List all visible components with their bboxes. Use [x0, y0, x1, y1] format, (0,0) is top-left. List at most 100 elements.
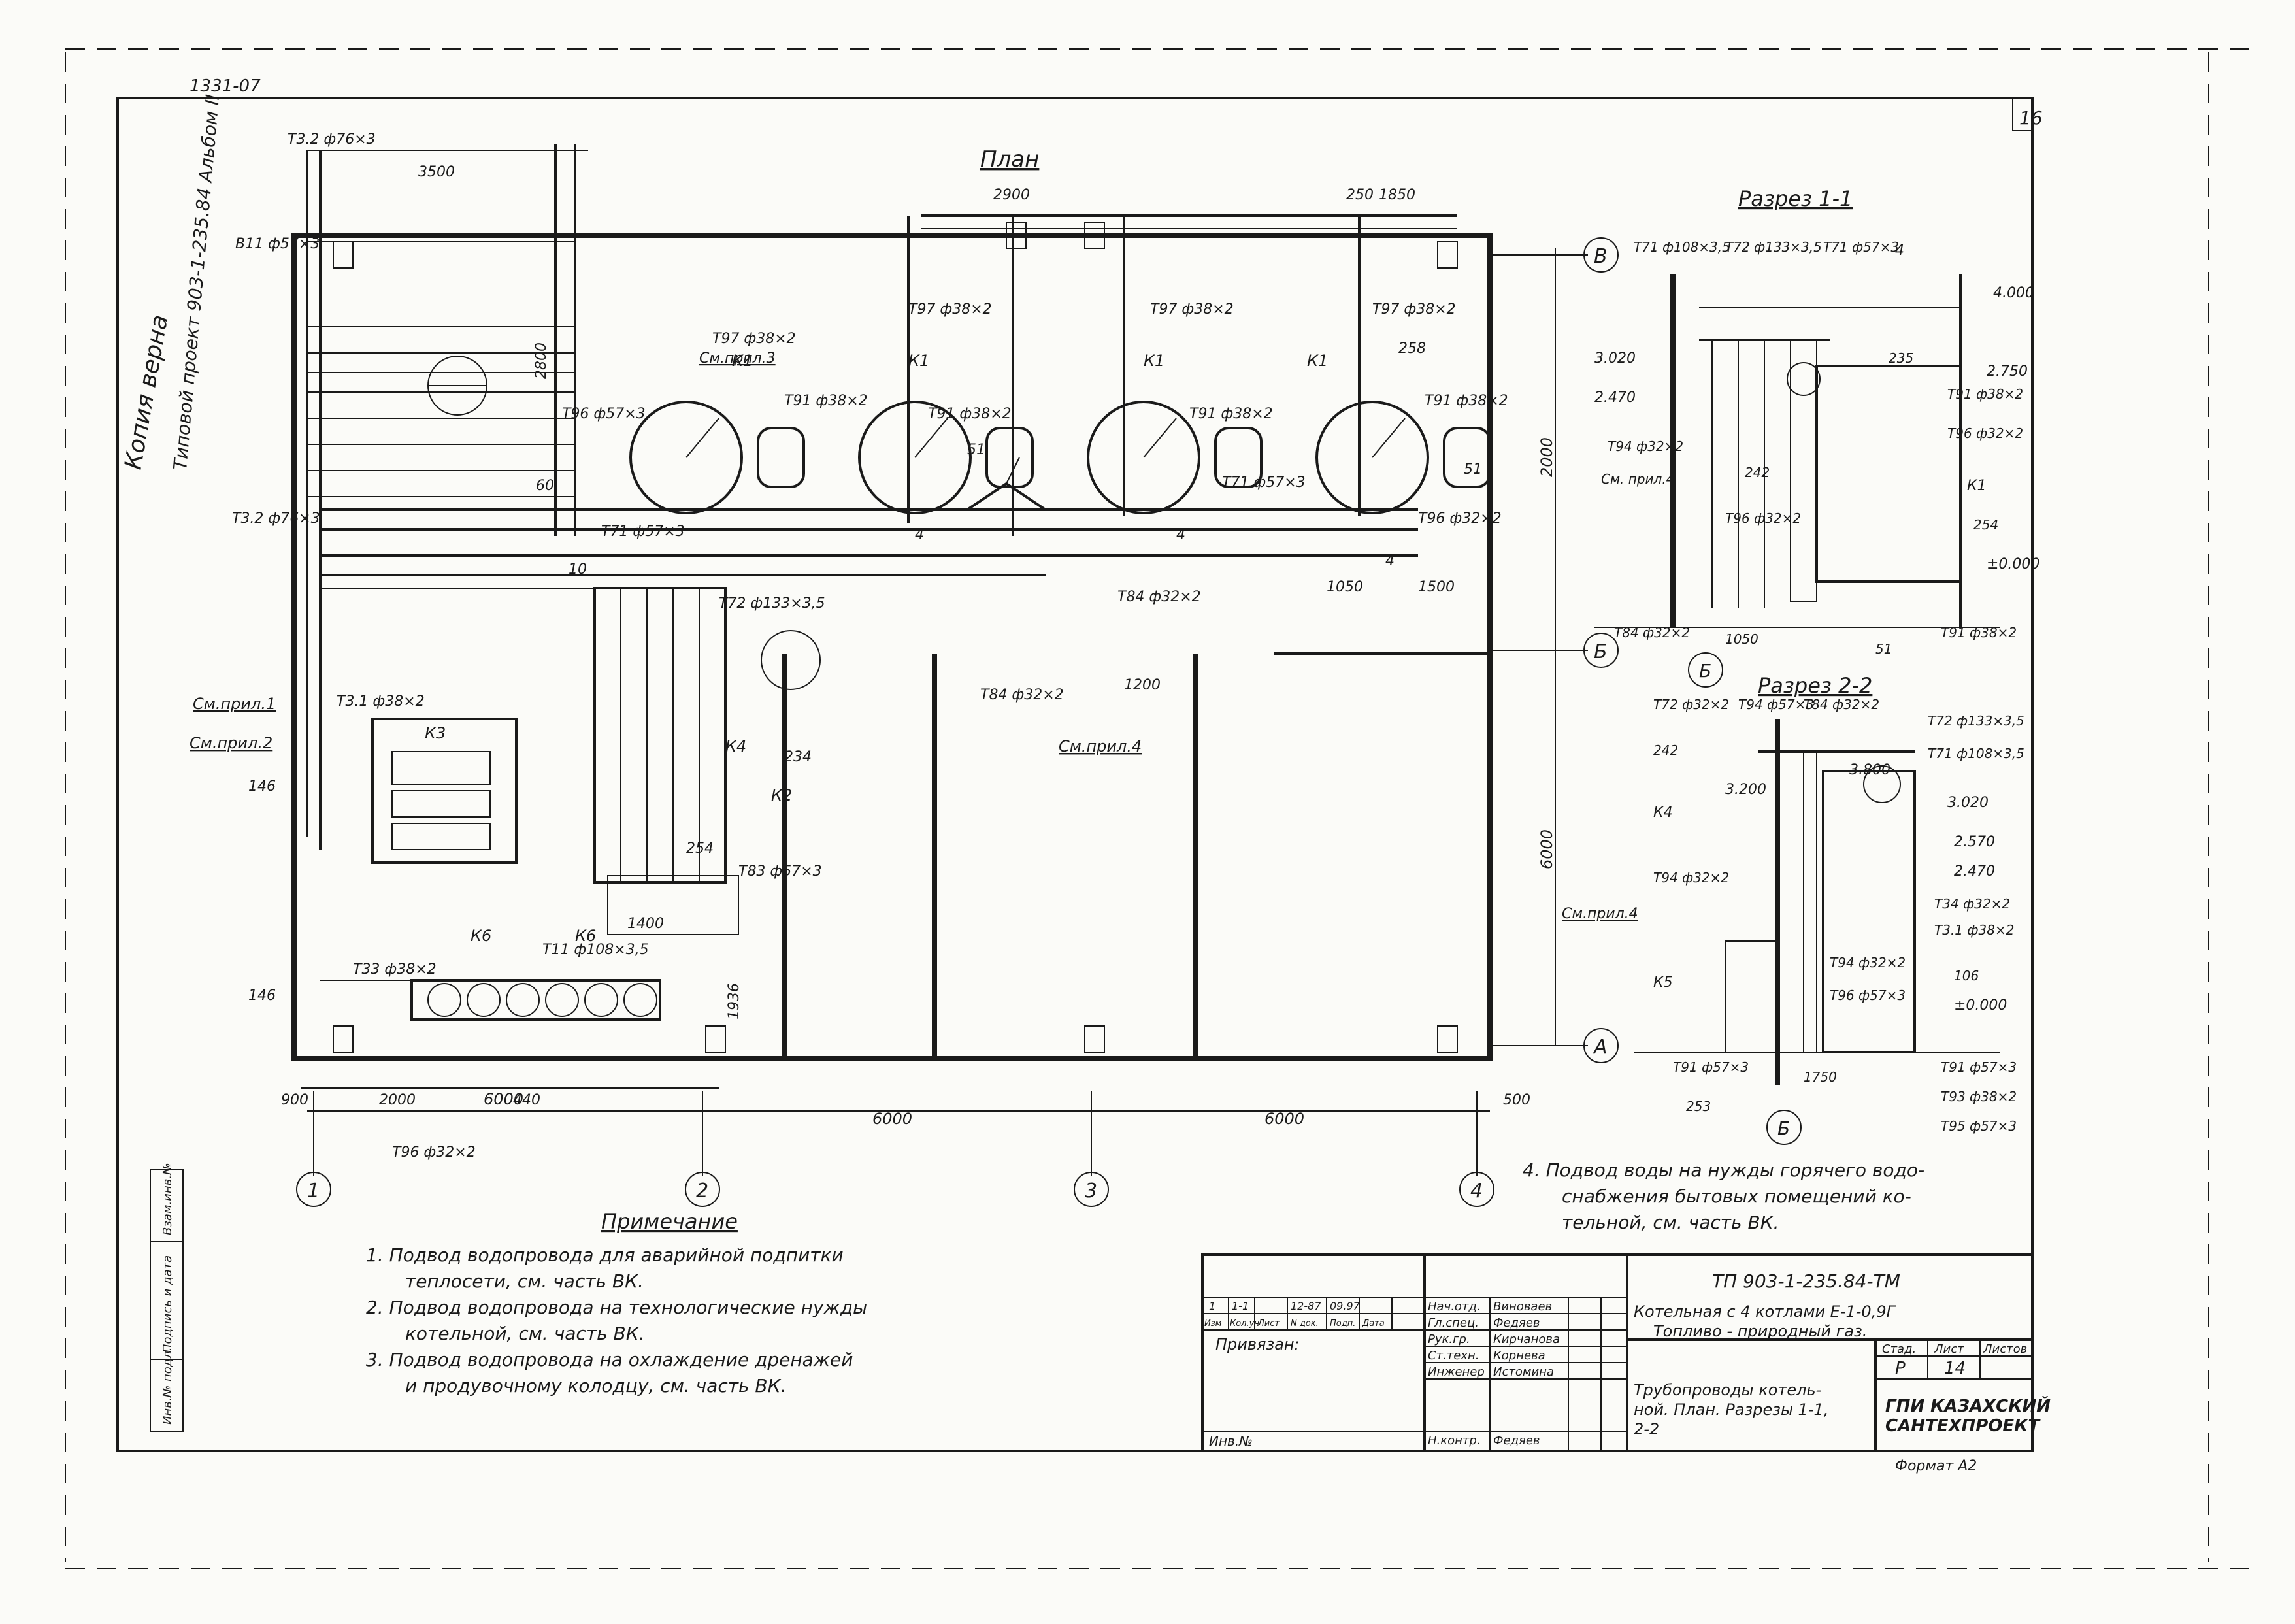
svg-text:Т94 ф32×2: Т94 ф32×2	[1608, 439, 1683, 454]
svg-text:К5: К5	[1653, 974, 1673, 991]
svg-text:51: 51	[1875, 641, 1892, 657]
svg-text:котельной, см. часть ВК.: котельной, см. часть ВК.	[405, 1323, 645, 1344]
svg-text:2-2: 2-2	[1634, 1420, 1659, 1438]
svg-text:См.прил.4: См.прил.4	[1562, 906, 1638, 922]
svg-text:Федяев: Федяев	[1493, 1434, 1540, 1448]
svg-text:Т91 ф57×3: Т91 ф57×3	[1673, 1059, 1749, 1075]
section-1-1: Б	[1594, 274, 2000, 688]
svg-text:Т97 ф38×2: Т97 ф38×2	[908, 301, 992, 318]
svg-text:2.570: 2.570	[1954, 834, 1995, 850]
svg-text:1-1: 1-1	[1232, 1300, 1249, 1312]
svg-text:Т3.1 ф38×2: Т3.1 ф38×2	[337, 693, 425, 710]
svg-text:1850: 1850	[1379, 187, 1415, 203]
svg-text:3.200: 3.200	[1725, 782, 1766, 798]
notes: Примечание 1. Подвод водопровода для ава…	[366, 1159, 1924, 1397]
svg-text:Т72 ф133×3,5: Т72 ф133×3,5	[719, 595, 825, 612]
svg-text:В11 ф57×3: В11 ф57×3	[235, 236, 320, 252]
svg-text:500: 500	[1503, 1092, 1530, 1108]
svg-text:12-87: 12-87	[1291, 1300, 1321, 1312]
svg-text:Т96 ф32×2: Т96 ф32×2	[1947, 425, 2023, 441]
svg-text:253: 253	[1686, 1099, 1711, 1114]
svg-text:ной. План. Разрезы 1-1,: ной. План. Разрезы 1-1,	[1634, 1400, 1828, 1419]
svg-text:См.прил.1: См.прил.1	[193, 695, 276, 713]
boiler-1	[629, 401, 805, 514]
svg-text:тельной, см. часть ВК.: тельной, см. часть ВК.	[1562, 1212, 1779, 1233]
title-block	[1201, 1253, 2034, 1452]
svg-text:Корнева: Корнева	[1493, 1349, 1545, 1363]
svg-text:Т72 ф32×2: Т72 ф32×2	[1653, 697, 1729, 712]
side-stamp: Инв.№ подл. Подпись и дата Взам.инв.№	[150, 1163, 184, 1432]
svg-text:Т3.1 ф38×2: Т3.1 ф38×2	[1934, 922, 2014, 938]
svg-text:1: 1	[1209, 1300, 1215, 1312]
svg-text:3.020: 3.020	[1594, 350, 1636, 367]
svg-text:Т96 ф32×2: Т96 ф32×2	[392, 1144, 476, 1161]
svg-text:Т71 ф57×3: Т71 ф57×3	[601, 523, 685, 540]
svg-text:Т34 ф32×2: Т34 ф32×2	[1934, 896, 2010, 912]
svg-text:К6: К6	[575, 927, 596, 945]
svg-text:234: 234	[784, 749, 812, 765]
svg-text:235: 235	[1889, 350, 1913, 366]
svg-text:09.97: 09.97	[1330, 1300, 1361, 1312]
axis-b: Б	[1594, 640, 1608, 663]
svg-text:6000: 6000	[1264, 1110, 1304, 1128]
svg-text:2000: 2000	[379, 1092, 416, 1108]
svg-text:снабжения бытовых помещений ко: снабжения бытовых помещений ко-	[1562, 1185, 1911, 1207]
svg-text:440: 440	[513, 1092, 540, 1108]
svg-text:258: 258	[1398, 340, 1426, 357]
title-block-text: ТП 903-1-235.84-ТМ Котельная с 4 котлами…	[1204, 1270, 2051, 1474]
svg-text:Дата: Дата	[1362, 1319, 1385, 1329]
notes-heading: Примечание	[601, 1209, 738, 1234]
plan-columns	[333, 222, 1458, 1053]
svg-text:Кол.уч: Кол.уч	[1230, 1319, 1259, 1329]
svg-text:Инв.№ подл.: Инв.№ подл.	[161, 1348, 174, 1425]
svg-text:Т91 ф38×2: Т91 ф38×2	[1947, 386, 2023, 402]
svg-text:Изм: Изм	[1204, 1319, 1222, 1329]
plan-view	[291, 144, 1588, 1176]
svg-text:Подпись и дата: Подпись и дата	[161, 1255, 174, 1353]
svg-text:Т97 ф38×2: Т97 ф38×2	[712, 331, 796, 347]
svg-text:1050: 1050	[1327, 579, 1363, 595]
svg-text:К1: К1	[1307, 352, 1328, 370]
svg-text:Т72 ф133×3,5: Т72 ф133×3,5	[1725, 239, 1822, 255]
svg-text:К2: К2	[771, 786, 792, 804]
svg-text:и продувочному колодцу, см. ча: и продувочному колодцу, см. часть ВК.	[405, 1375, 786, 1397]
sheet-frame	[65, 48, 2261, 1569]
stamp-copy: Копия верна	[120, 313, 173, 472]
svg-text:900: 900	[281, 1092, 308, 1108]
svg-text:Т3.2 ф76×3: Т3.2 ф76×3	[288, 131, 376, 148]
svg-text:Т96 ф32×2: Т96 ф32×2	[1418, 510, 1502, 527]
svg-text:Нач.отд.: Нач.отд.	[1428, 1300, 1481, 1314]
svg-text:2800: 2800	[533, 342, 550, 379]
svg-text:Привязан:: Привязан:	[1215, 1335, 1300, 1353]
axis-v: В	[1594, 245, 1608, 268]
svg-text:Трубопроводы котель-: Трубопроводы котель-	[1634, 1381, 1821, 1399]
plan-dimensions: 6000 6000 6000 900 2000 440 500 2000 600…	[281, 164, 1556, 1128]
svg-text:Т84 ф32×2: Т84 ф32×2	[1614, 625, 1690, 640]
svg-text:Т96 ф32×2: Т96 ф32×2	[1725, 510, 1801, 526]
svg-text:1750: 1750	[1804, 1069, 1837, 1085]
svg-text:Т71 ф108×3,5: Т71 ф108×3,5	[1634, 239, 1730, 255]
svg-text:4: 4	[1176, 527, 1185, 543]
svg-text:254: 254	[686, 840, 714, 857]
svg-text:1936: 1936	[726, 983, 742, 1019]
svg-text:146: 146	[248, 987, 276, 1004]
svg-text:4.000: 4.000	[1993, 285, 2034, 301]
svg-text:3.020: 3.020	[1947, 795, 1989, 811]
axis-3: 3	[1085, 1180, 1097, 1202]
svg-text:Истомина: Истомина	[1493, 1365, 1554, 1379]
svg-text:Т97 ф38×2: Т97 ф38×2	[1372, 301, 1456, 318]
svg-text:6000: 6000	[1538, 829, 1556, 869]
svg-text:Т71 ф57×3: Т71 ф57×3	[1222, 474, 1306, 491]
svg-text:2.470: 2.470	[1954, 863, 1995, 880]
svg-text:См. прил.4: См. прил.4	[1601, 471, 1674, 487]
section-1-1-title: Разрез 1-1	[1738, 186, 1853, 211]
svg-text:14: 14	[1944, 1359, 1966, 1378]
svg-text:ГПИ КАЗАХСКИЙ: ГПИ КАЗАХСКИЙ	[1885, 1395, 2051, 1416]
svg-text:4. Подвод воды на нужды горяче: 4. Подвод воды на нужды горячего водо-	[1523, 1159, 1924, 1181]
axis-bubbles-numbers: 1 2 3 4	[296, 1172, 1494, 1207]
svg-text:Т97 ф38×2: Т97 ф38×2	[1150, 301, 1234, 318]
svg-text:Т91 ф38×2: Т91 ф38×2	[1425, 393, 1508, 409]
svg-text:Т71 ф57×3: Т71 ф57×3	[1823, 239, 1899, 255]
svg-text:2900: 2900	[993, 187, 1030, 203]
svg-text:К1: К1	[1144, 352, 1164, 370]
